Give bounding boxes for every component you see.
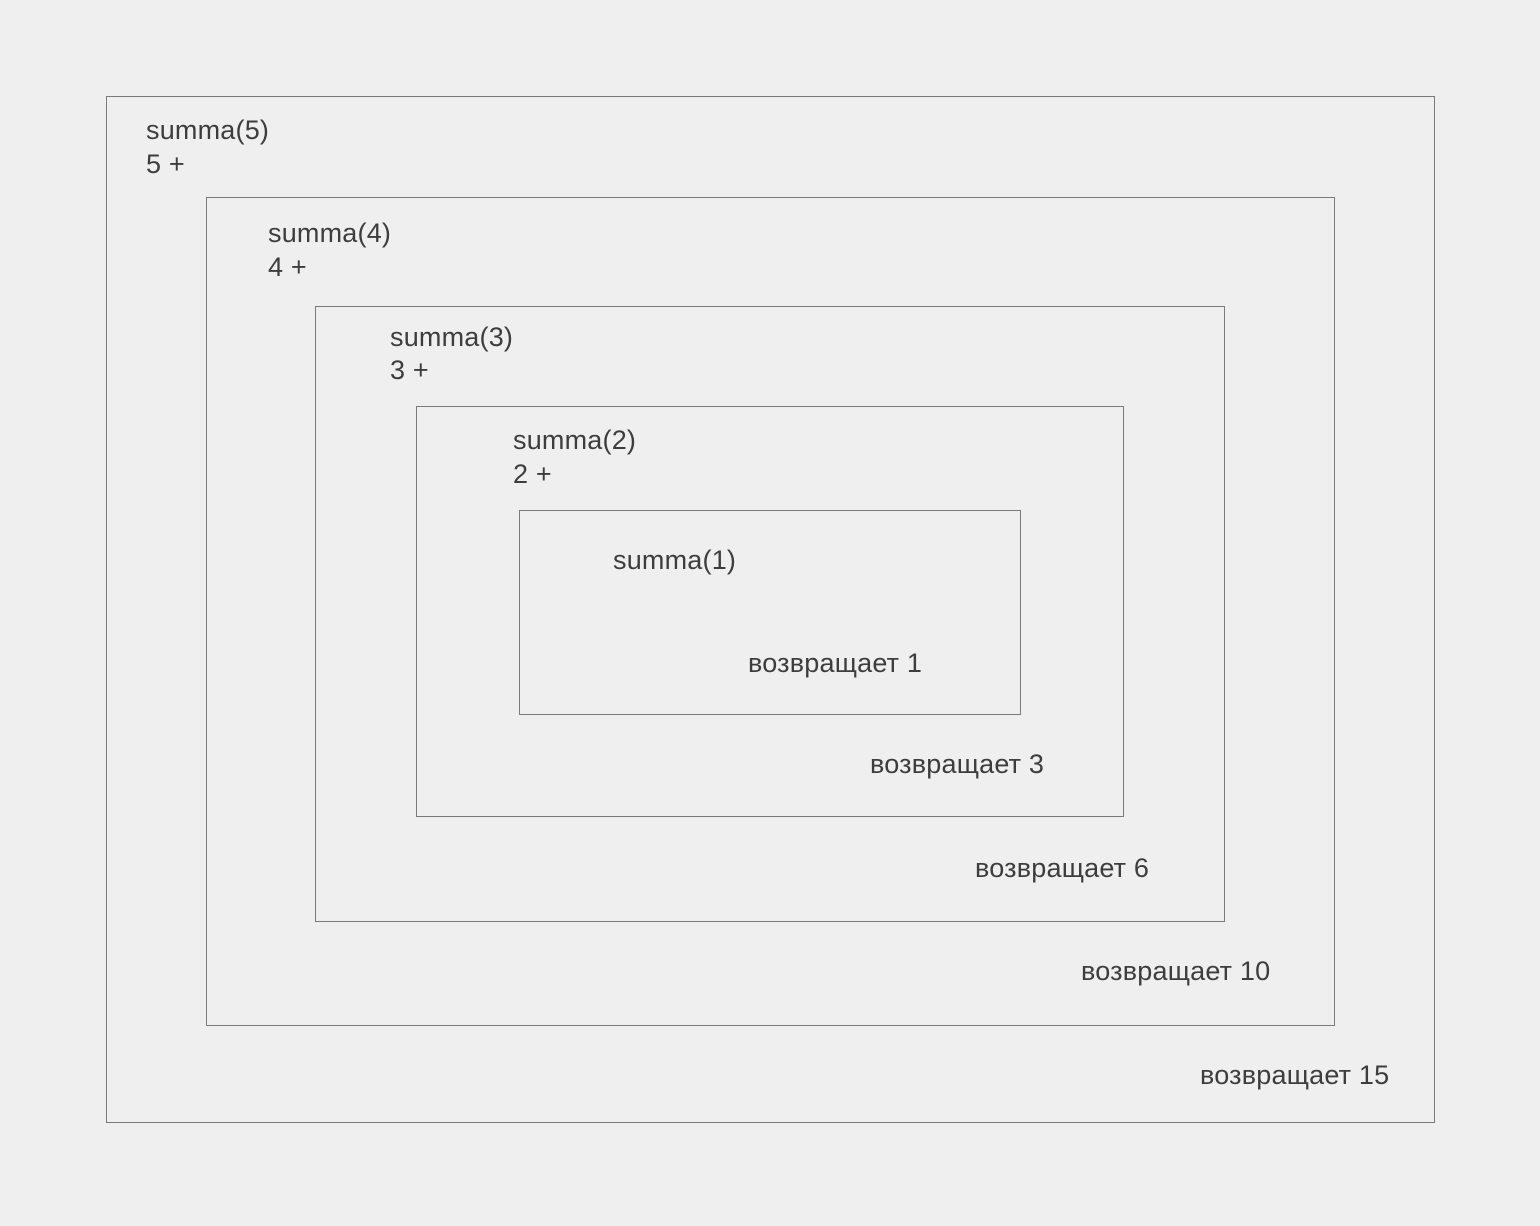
call-frame-summa-3 [315,306,1225,922]
return-label-15: возвращает 15 [1200,1060,1390,1090]
call-label-summa-4: summa(4) [268,218,392,248]
call-frame-summa-5 [106,96,1435,1123]
return-label-10: возвращает 10 [1081,956,1271,986]
call-label-summa-3: summa(3) [390,322,514,352]
call-label-summa-5: summa(5) [146,115,270,145]
term-label-5: 5 + [146,149,185,179]
return-label-1: возвращает 1 [748,648,923,678]
return-label-6: возвращает 6 [975,853,1150,883]
term-label-3: 3 + [390,355,429,385]
term-label-2: 2 + [513,459,552,489]
term-label-4: 4 + [268,252,307,282]
call-label-summa-2: summa(2) [513,425,637,455]
call-label-summa-1: summa(1) [613,545,737,575]
call-frame-summa-4 [206,197,1335,1026]
return-label-3: возвращает 3 [870,749,1045,779]
call-frame-summa-2 [416,406,1124,817]
call-frame-summa-1 [519,510,1021,715]
